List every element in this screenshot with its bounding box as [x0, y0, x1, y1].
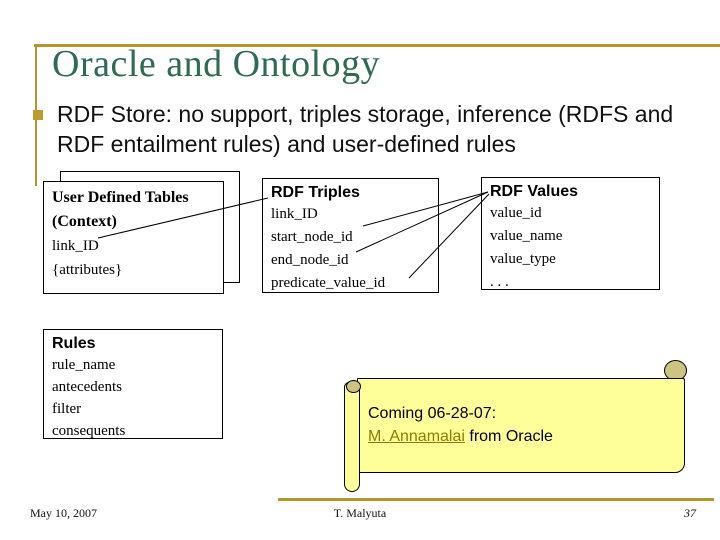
box-rdf-values-field: value_type [490, 251, 556, 267]
scroll-note-line1: Coming 06-28-07: [368, 405, 497, 422]
box-rules-field: rule_name [52, 357, 116, 373]
box-udt-title-line1: User Defined Tables [52, 189, 189, 206]
box-rdf-triples-field: start_node_id [271, 229, 353, 245]
bullet-text-line2: RDF entailment rules) and user-defined r… [57, 131, 516, 157]
box-rdf-values-field: . . . [490, 274, 509, 290]
scroll-note-text: Coming 06-28-07: M. Annamalai from Oracl… [368, 402, 553, 448]
scroll-roll-curl [346, 380, 361, 393]
box-udt-field: {attributes} [52, 262, 123, 278]
box-rdf-values-field: value_name [490, 228, 563, 244]
box-rdf-values-title: RDF Values [490, 183, 579, 200]
box-rdf-values: RDF Values value_id value_name value_typ… [481, 177, 660, 290]
box-udt-title-line2: (Context) [52, 213, 117, 230]
top-gold-rule [34, 44, 720, 47]
box-rdf-triples-title: RDF Triples [271, 184, 360, 201]
bullet-text-line1: RDF Store: no support, triples storage, … [57, 101, 674, 127]
page-title: Oracle and Ontology [52, 43, 381, 85]
box-rules-field: consequents [52, 423, 126, 439]
box-rules: Rules rule_name antecedents filter conse… [43, 329, 223, 439]
box-user-defined-tables: User Defined Tables (Context) link_ID {a… [43, 181, 224, 294]
box-rdf-triples-field: end_node_id [271, 252, 349, 268]
box-rdf-values-field: value_id [490, 205, 542, 221]
box-rules-title: Rules [52, 335, 96, 352]
scroll-note-line2-rest: from Oracle [464, 428, 553, 445]
footer-page-number: 37 [684, 506, 696, 520]
footer-date: May 10, 2007 [30, 506, 97, 520]
annamalai-link[interactable]: M. Annamalai [368, 428, 465, 445]
box-rdf-triples-field: predicate_value_id [271, 275, 386, 291]
scroll-note-line2: M. Annamalai from Oracle [368, 425, 553, 448]
scroll-left-roll [344, 382, 360, 492]
box-udt-field: link_ID [52, 238, 99, 254]
bullet-square-icon [33, 110, 43, 120]
footer-gold-rule [278, 498, 714, 501]
footer-author: T. Malyuta [333, 506, 387, 520]
box-rdf-triples-field: link_ID [271, 206, 318, 222]
box-rules-field: antecedents [52, 379, 122, 395]
box-rdf-triples: RDF Triples link_ID start_node_id end_no… [262, 178, 439, 293]
bullet-text: RDF Store: no support, triples storage, … [57, 99, 673, 159]
scroll-note-body [357, 378, 685, 473]
box-rules-field: filter [52, 401, 82, 417]
